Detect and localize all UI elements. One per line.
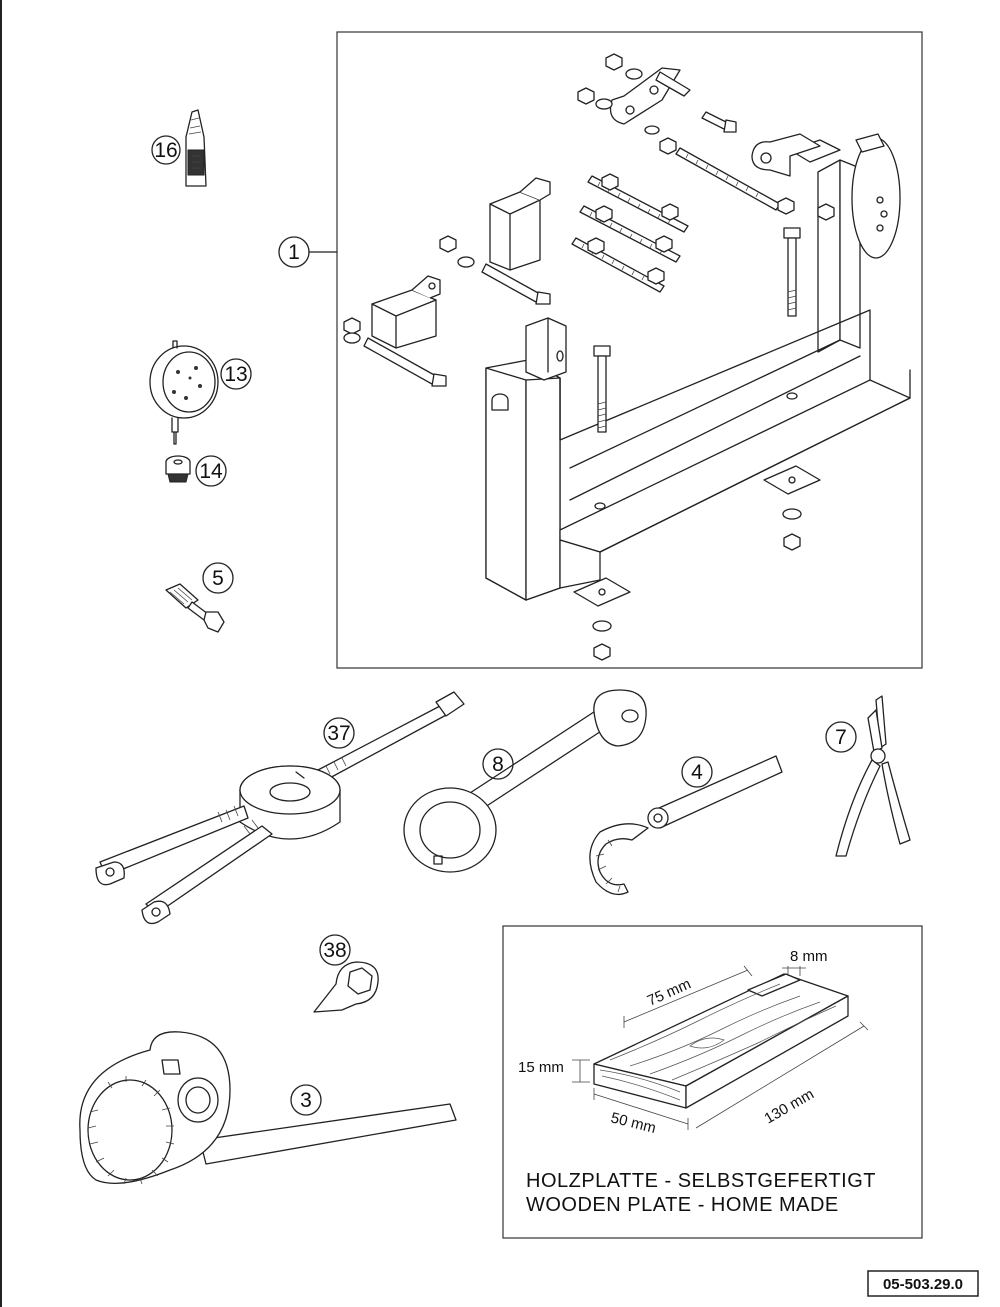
callout-16-label: 16 [154, 139, 177, 162]
callout-37-label: 37 [327, 722, 350, 745]
dim-130mm: 130 mm [762, 1086, 817, 1128]
callout-3-label: 3 [300, 1089, 312, 1112]
wooden-plate-caption-de: HOLZPLATTE - SELBSTGEFERTIGT [526, 1170, 876, 1192]
wooden-plate-caption-en: WOODEN PLATE - HOME MADE [526, 1194, 839, 1216]
callout-14: 14 [195, 455, 227, 487]
callout-7-label: 7 [835, 726, 847, 749]
callout-5-label: 5 [212, 567, 224, 590]
part-5-threaded-adapter [165, 583, 225, 633]
callout-4: 4 [681, 756, 713, 788]
part-13-dial-gauge [149, 340, 219, 445]
part-14-gauge-adapter [165, 455, 191, 483]
callout-1-label: 1 [288, 241, 300, 264]
part-7-circlip-pliers [835, 695, 911, 857]
part-4-hook-wrench [589, 755, 783, 896]
callout-13: 13 [220, 358, 252, 390]
wooden-plate-box [502, 925, 923, 1239]
callout-38: 38 [319, 934, 351, 966]
callout-4-label: 4 [691, 761, 703, 784]
callout-8: 8 [482, 748, 514, 780]
part-37-puller [95, 691, 465, 925]
document-number: 05-503.29.0 [883, 1276, 963, 1293]
callout-13-label: 13 [224, 363, 247, 386]
document-number-box [867, 1270, 979, 1297]
part-3-clutch-holder [79, 1031, 457, 1185]
callout-38-label: 38 [323, 939, 346, 962]
part-1-engine-stand [343, 53, 911, 661]
dim-15mm: 15 mm [518, 1059, 564, 1076]
callout-14-label: 14 [199, 460, 223, 483]
part-8-holding-wrench [403, 689, 647, 873]
dim-8mm: 8 mm [790, 948, 828, 965]
part-1-box [336, 31, 923, 669]
callout-3: 3 [290, 1084, 322, 1116]
callout-8-label: 8 [492, 753, 504, 776]
callout-37: 37 [323, 717, 355, 749]
dim-50mm: 50 mm [609, 1109, 658, 1137]
dim-75mm: 75 mm [645, 975, 694, 1009]
callout-5: 5 [202, 562, 234, 594]
callout-7: 7 [825, 721, 857, 753]
callout-16: 16 [151, 135, 181, 165]
part-16-threadlocker-tube [185, 109, 207, 187]
callout-1: 1 [278, 236, 338, 268]
wooden-plate-drawing: 75 mm 8 mm 15 mm 130 mm 50 mm [518, 948, 869, 1137]
part-38-lock-plate [313, 961, 379, 1013]
